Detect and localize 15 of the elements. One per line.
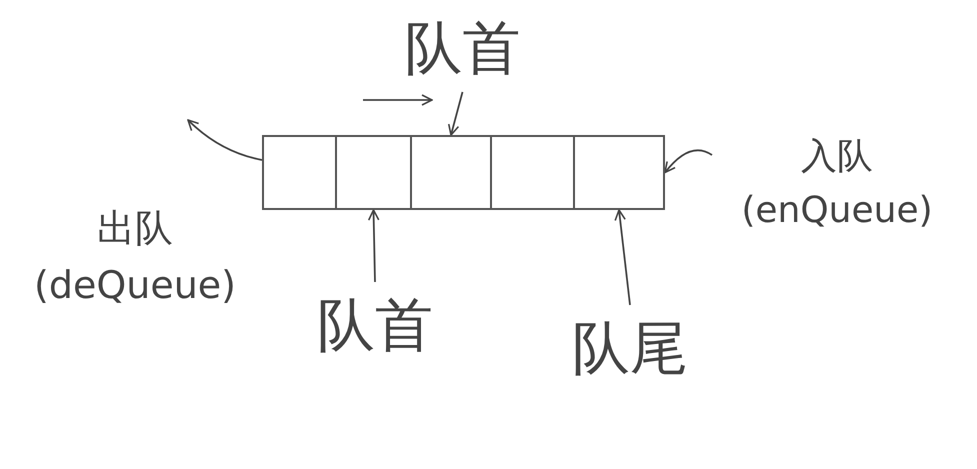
text-label: 队首 xyxy=(305,282,445,369)
text-label: 队首 xyxy=(395,5,530,92)
queue-cell xyxy=(573,135,665,210)
text-label: 出队 (deQueue) xyxy=(15,200,255,314)
arrow xyxy=(368,209,380,282)
queue-cell xyxy=(490,135,575,210)
text-label: 入队 (enQueue) xyxy=(712,130,962,238)
text-label: 队尾 xyxy=(560,305,700,392)
queue-cell xyxy=(410,135,492,210)
arrow xyxy=(187,119,262,161)
arrow xyxy=(614,209,631,306)
arrow xyxy=(664,149,712,174)
arrow xyxy=(448,92,464,136)
queue-cell xyxy=(262,135,337,210)
queue-cell xyxy=(335,135,412,210)
